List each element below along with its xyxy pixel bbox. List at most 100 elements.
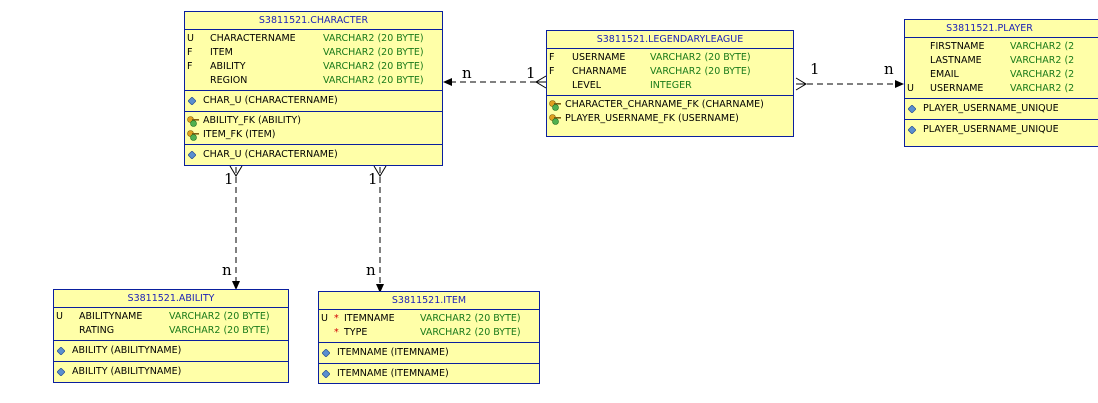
column-name: RATING: [79, 325, 115, 336]
index-row: PLAYER_USERNAME_UNIQUE: [905, 122, 1098, 138]
foreign-key-row: PLAYER_USERNAME_FK (USERNAME): [547, 112, 793, 126]
cardinality-one-label: 1: [368, 170, 378, 188]
table-title: S3811521.LEGENDARYLEAGUE: [547, 31, 793, 49]
index-row: CHAR_U (CHARACTERNAME): [185, 147, 442, 163]
column-flag: U: [56, 311, 63, 322]
column-type: VARCHAR2 (20 BYTE): [323, 33, 424, 44]
column-list: U ABILITYNAME VARCHAR2 (20 BYTE) RATING VAR…: [54, 308, 288, 341]
foreign-key-row: ABILITY_FK (ABILITY): [185, 114, 442, 128]
arrowhead-item: [376, 284, 384, 293]
column-row: RATING VARCHAR2 (20 BYTE): [54, 324, 288, 338]
table-player[interactable]: S3811521.PLAYER FIRSTNAME VARCHAR2 (2 LAS…: [904, 19, 1098, 147]
index-list: PLAYER_USERNAME_UNIQUE: [905, 120, 1098, 140]
column-type: VARCHAR2 (2: [1010, 69, 1075, 80]
foreign-key-icon: [549, 100, 561, 111]
index-list: CHAR_U (CHARACTERNAME): [185, 145, 442, 165]
column-row: REGION VARCHAR2 (20 BYTE): [185, 74, 442, 88]
table-legendaryleague[interactable]: S3811521.LEGENDARYLEAGUE F USERNAME VARCHA…: [546, 30, 794, 137]
cardinality-many-label: n: [462, 64, 472, 82]
column-flag: U: [907, 83, 914, 94]
unique-key-label: PLAYER_USERNAME_UNIQUE: [923, 103, 1059, 114]
foreign-key-list: CHARACTER_CHARNAME_FK (CHARNAME) PLAYER_…: [547, 96, 793, 128]
table-title: S3811521.PLAYER: [905, 20, 1098, 38]
column-row: U CHARACTERNAME VARCHAR2 (20 BYTE): [185, 32, 442, 46]
column-type: VARCHAR2 (2: [1010, 41, 1075, 52]
column-name: CHARACTERNAME: [210, 33, 296, 44]
foreign-key-icon: [549, 114, 561, 125]
column-row: F CHARNAME VARCHAR2 (20 BYTE): [547, 65, 793, 79]
foreign-key-label: ABILITY_FK (ABILITY): [203, 115, 301, 126]
index-row: ABILITY (ABILITYNAME): [54, 364, 288, 380]
column-type: VARCHAR2 (20 BYTE): [323, 61, 424, 72]
arrowhead-ability: [232, 281, 240, 290]
unique-key-list: ABILITY (ABILITYNAME): [54, 341, 288, 362]
column-name: ABILITYNAME: [79, 311, 143, 322]
foreign-key-label: ITEM_FK (ITEM): [203, 129, 276, 140]
cardinality-one-label: 1: [810, 60, 820, 78]
column-type: VARCHAR2 (20 BYTE): [420, 313, 521, 324]
diamond-key-icon: [57, 347, 65, 355]
foreign-key-icon: [187, 116, 199, 127]
column-name: CHARNAME: [572, 66, 627, 77]
column-flag: F: [549, 52, 555, 63]
index-row: ITEMNAME (ITEMNAME): [319, 366, 539, 382]
index-label: CHAR_U (CHARACTERNAME): [203, 149, 338, 160]
column-name: REGION: [210, 75, 248, 86]
column-row: F ABILITY VARCHAR2 (20 BYTE): [185, 60, 442, 74]
column-name: LEVEL: [572, 80, 602, 91]
foreign-key-label: PLAYER_USERNAME_FK (USERNAME): [565, 113, 739, 124]
unique-key-label: ITEMNAME (ITEMNAME): [337, 347, 449, 358]
column-name: ITEM: [210, 47, 233, 58]
table-title: S3811521.ITEM: [319, 292, 539, 310]
column-name: FIRSTNAME: [930, 41, 985, 52]
column-flag: F: [187, 61, 193, 72]
column-flag: F: [549, 66, 555, 77]
diamond-key-icon: [188, 97, 196, 105]
column-type: VARCHAR2 (20 BYTE): [323, 75, 424, 86]
column-name: ITEMNAME: [344, 313, 395, 324]
crowfoot-character-ability: [229, 165, 243, 177]
column-name: LASTNAME: [930, 55, 982, 66]
column-type: VARCHAR2 (20 BYTE): [169, 325, 270, 336]
column-type: VARCHAR2 (2: [1010, 83, 1075, 94]
unique-key-list: ITEMNAME (ITEMNAME): [319, 343, 539, 364]
index-label: ABILITY (ABILITYNAME): [72, 366, 182, 377]
column-flag: U: [321, 313, 328, 324]
diamond-key-icon: [322, 349, 330, 357]
column-type: VARCHAR2 (20 BYTE): [650, 66, 751, 77]
column-flag: U: [187, 33, 194, 44]
cardinality-many-label: n: [884, 60, 894, 78]
column-type: VARCHAR2 (20 BYTE): [650, 52, 751, 63]
cardinality-many-label: n: [222, 261, 232, 279]
index-label: ITEMNAME (ITEMNAME): [337, 368, 449, 379]
index-list: ITEMNAME (ITEMNAME): [319, 364, 539, 384]
column-list: U CHARACTERNAME VARCHAR2 (20 BYTE) F ITEM VA…: [185, 30, 442, 91]
crowfoot-character-item: [373, 165, 387, 177]
unique-key-list: CHAR_U (CHARACTERNAME): [185, 91, 442, 112]
foreign-key-list: ABILITY_FK (ABILITY) ITEM_FK (ITEM): [185, 112, 442, 145]
column-name: USERNAME: [572, 52, 626, 63]
diamond-index-icon: [908, 126, 916, 134]
unique-key-list: PLAYER_USERNAME_UNIQUE: [905, 99, 1098, 120]
column-list: F USERNAME VARCHAR2 (20 BYTE) F CHARNAME VAR…: [547, 49, 793, 96]
column-name: USERNAME: [930, 83, 984, 94]
diamond-index-icon: [322, 370, 330, 378]
foreign-key-label: CHARACTER_CHARNAME_FK (CHARNAME): [565, 99, 764, 110]
foreign-key-icon: [187, 130, 199, 141]
column-type: VARCHAR2 (20 BYTE): [420, 327, 521, 338]
column-row: FIRSTNAME VARCHAR2 (2: [905, 40, 1098, 54]
index-label: PLAYER_USERNAME_UNIQUE: [923, 124, 1059, 135]
column-name: ABILITY: [210, 61, 246, 72]
unique-key-row: ABILITY (ABILITYNAME): [54, 343, 288, 359]
